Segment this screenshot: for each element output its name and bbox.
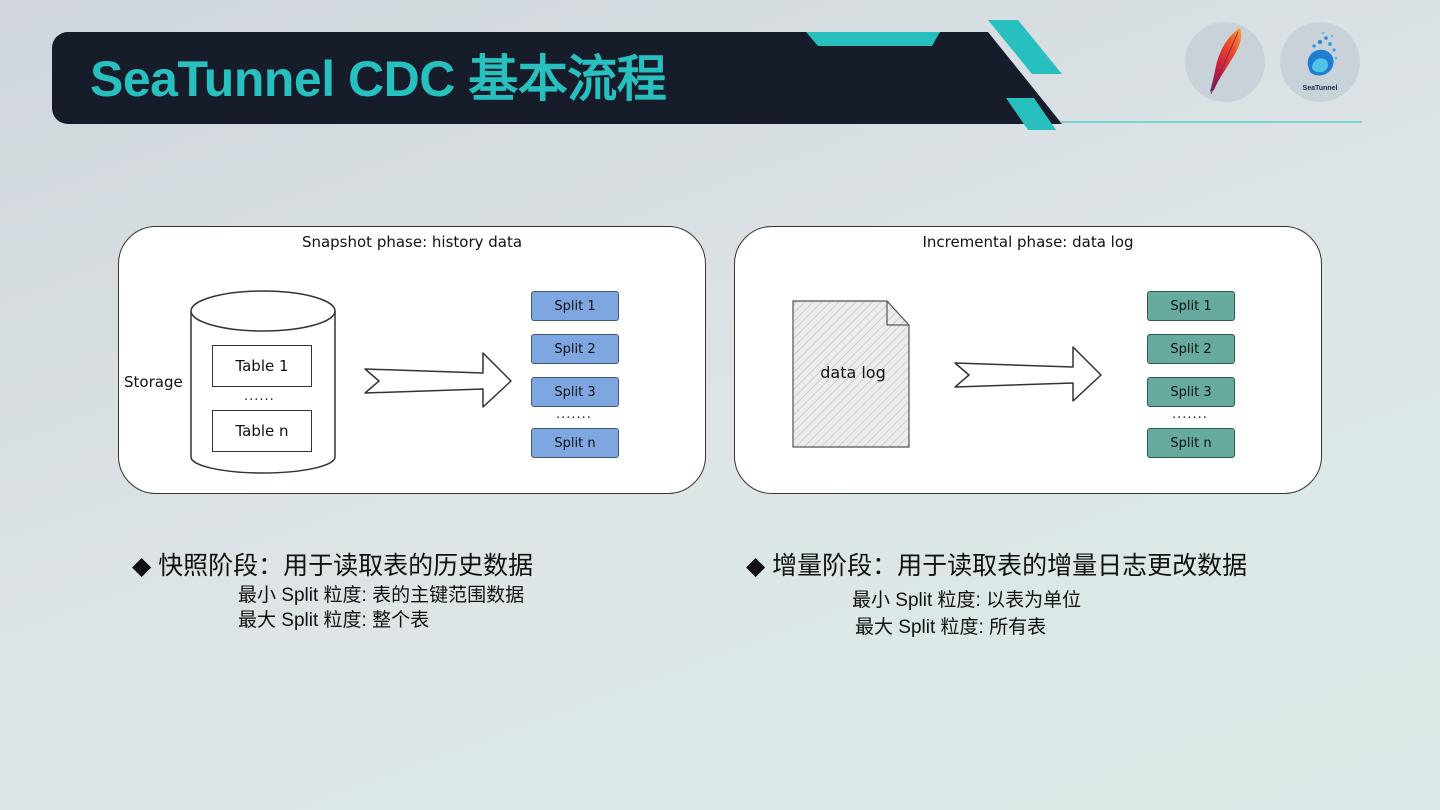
incremental-panel-title: Incremental phase: data log: [922, 233, 1134, 251]
split-box: Split 2: [1147, 334, 1235, 364]
incremental-phase-heading: ◆ 增量阶段：用于读取表的增量日志更改数据: [746, 552, 1248, 580]
snapshot-panel-title: Snapshot phase: history data: [301, 233, 523, 251]
split-box: Split n: [1147, 428, 1235, 458]
snapshot-min-split: 最小 Split 粒度: 表的主键范围数据: [238, 585, 525, 606]
incremental-max-split: 最大 Split 粒度: 所有表: [855, 617, 1047, 638]
split-box: Split 1: [1147, 291, 1235, 321]
table-box: Table n: [212, 410, 312, 452]
seatunnel-logo: SeaTunnel: [1280, 22, 1360, 102]
incremental-min-split: 最小 Split 粒度: 以表为单位: [852, 590, 1082, 611]
splits-ellipsis: .......: [1172, 407, 1208, 422]
seatunnel-logo-icon: [1307, 31, 1338, 76]
header-bar: [52, 32, 1062, 124]
apache-logo: [1185, 22, 1265, 102]
incremental-diagram-shapes: [792, 300, 1102, 448]
snapshot-phase-heading: ◆ 快照阶段：用于读取表的历史数据: [132, 552, 534, 580]
incremental-arrow-icon: [954, 346, 1102, 402]
snapshot-arrow-icon: [364, 352, 512, 408]
data-log-document-icon: [792, 300, 910, 448]
apache-feather-icon: [1210, 28, 1242, 95]
split-box: Split n: [531, 428, 619, 458]
header-decoration: [806, 20, 1362, 130]
storage-label: Storage: [124, 373, 183, 391]
seatunnel-logo-label: SeaTunnel: [1302, 85, 1338, 92]
snapshot-max-split: 最大 Split 粒度: 整个表: [238, 610, 430, 631]
incremental-phase-panel: Incremental phase: data log data log Spl…: [734, 226, 1322, 494]
table-box: Table 1: [212, 345, 312, 387]
split-box: Split 1: [531, 291, 619, 321]
splits-ellipsis: .......: [556, 407, 592, 422]
page-title: SeaTunnel CDC 基本流程: [90, 51, 667, 107]
split-box: Split 3: [1147, 377, 1235, 407]
split-box: Split 2: [531, 334, 619, 364]
data-log-label: data log: [820, 363, 886, 382]
split-box: Split 3: [531, 377, 619, 407]
tables-ellipsis: ......: [244, 389, 275, 404]
snapshot-phase-panel: Snapshot phase: history data Storage Tab…: [118, 226, 706, 494]
